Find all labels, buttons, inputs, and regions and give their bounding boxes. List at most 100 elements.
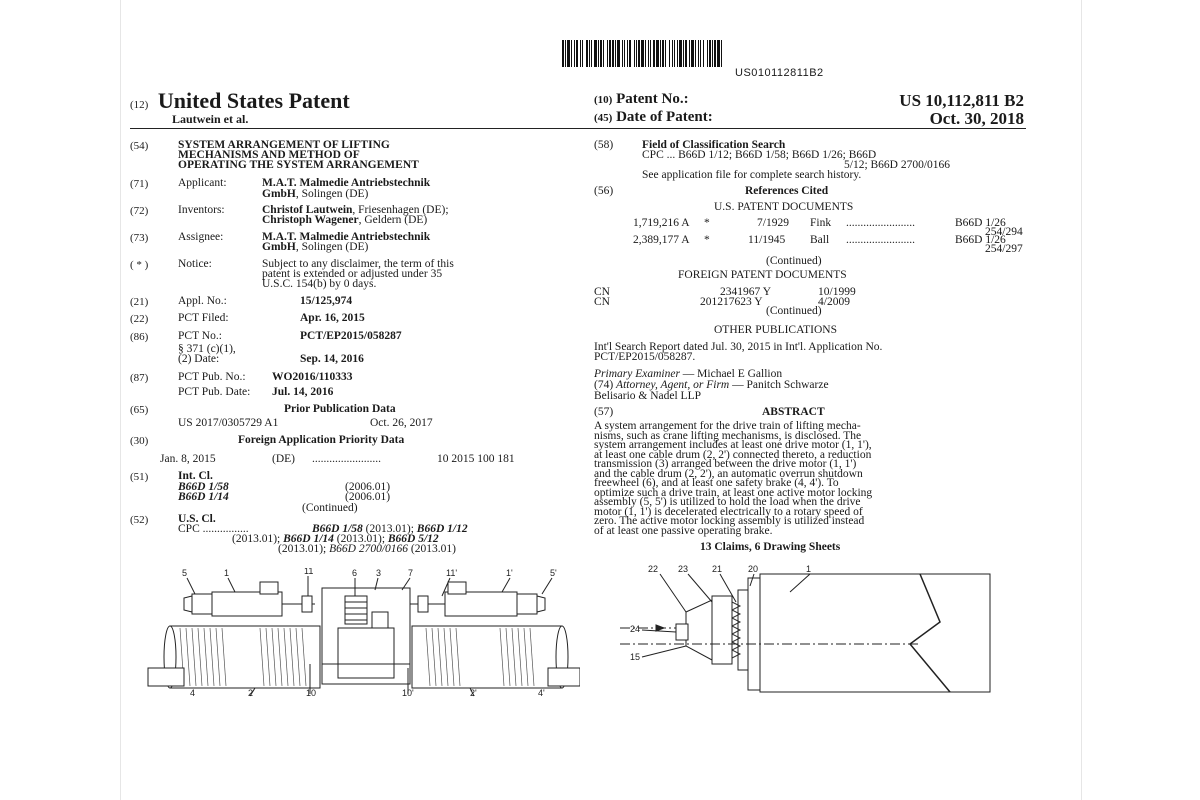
barcode-bar <box>707 40 708 67</box>
applicant-city: , Solingen (DE) <box>295 188 369 200</box>
friction-disc <box>737 589 749 671</box>
us-ref-no: 1,719,216 A <box>633 217 690 229</box>
notice-line-1: Subject to any disclaimer, the term of t… <box>262 258 454 270</box>
prior-pub-heading: Prior Publication Data <box>284 403 396 415</box>
foreign-priority-heading: Foreign Application Priority Data <box>238 434 405 446</box>
other-pubs-heading: OTHER PUBLICATIONS <box>714 324 837 336</box>
figure-1-label: 5' <box>550 568 557 578</box>
code-54: (54) <box>130 140 149 152</box>
figure-1-label: 2 <box>248 688 253 698</box>
barcode-gap <box>581 40 582 67</box>
inventor-line: Lautwein et al. <box>172 112 249 126</box>
armature-plate <box>711 595 733 665</box>
patent-date: Oct. 30, 2018 <box>929 109 1024 128</box>
right-coupling <box>417 595 429 613</box>
figure-1-label: 7 <box>408 568 413 578</box>
barcode-gap <box>716 40 717 67</box>
barcode-gap <box>701 40 703 67</box>
invention-title-3: OPERATING THE SYSTEM ARRANGEMENT <box>178 159 419 171</box>
barcode-bar <box>712 40 713 67</box>
barcode-bar <box>582 40 583 67</box>
code-notice: ( * ) <box>130 259 149 271</box>
barcode-gap <box>649 40 650 67</box>
barcode-bar <box>617 40 620 67</box>
us-ref-dots: ........................ <box>846 217 915 229</box>
abstract-line: of at least one passive operating brake. <box>594 524 773 537</box>
attorney-code: (74) <box>594 379 617 391</box>
abstract-heading: ABSTRACT <box>762 406 825 418</box>
assignee-name: M.A.T. Malmedie Antriebstechnik <box>262 231 431 243</box>
barcode-bar <box>698 40 699 67</box>
cpc-line-2: (2013.01); B66D 1/14 (2013.01); B66D 5/1… <box>232 533 439 545</box>
foreign-priority-dots: ........................ <box>312 453 381 465</box>
gear-block <box>344 595 368 625</box>
barcode-gap <box>583 40 586 67</box>
cpc-2-d: B66D 5/12 <box>387 533 439 545</box>
us-ref-cls2: 254/294 <box>985 226 1023 238</box>
code-12: (12) <box>130 99 149 111</box>
barcode-bar <box>677 40 678 67</box>
figure-1-label: 3 <box>376 568 381 578</box>
patent-date-row: (45) Date of Patent: Oct. 30, 2018 <box>594 109 1024 129</box>
abstract-line: nisms, such as crane lifting mechanisms,… <box>594 429 862 442</box>
code-72: (72) <box>130 205 149 217</box>
figure-2-label: 20 <box>748 564 758 574</box>
barcode-bar <box>660 40 661 67</box>
barcode-gap <box>711 40 712 67</box>
applicant-label: Applicant: <box>178 177 227 189</box>
s371-date: Sep. 14, 2016 <box>300 353 364 365</box>
barcode-bar <box>695 40 696 67</box>
s371-line-2: (2) Date: <box>178 353 220 365</box>
claims-summary: 13 Claims, 6 Drawing Sheets <box>700 541 841 553</box>
examiner-line: Primary Examiner — Michael E Gallion <box>594 368 783 380</box>
code-56: (56) <box>594 185 614 197</box>
us-refs-continued: (Continued) <box>766 255 822 267</box>
barcode-bar <box>565 40 566 67</box>
barcode-bar <box>624 40 625 67</box>
abstract-line: assembly (5, 5') is utilized to hold the… <box>594 496 861 508</box>
barcode-gap <box>637 40 638 67</box>
barcode-gap <box>572 40 574 67</box>
barcode-bar <box>622 40 623 67</box>
barcode-gap <box>694 40 695 67</box>
notice-line-2: patent is extended or adjusted under 35 <box>262 268 443 280</box>
barcode-bar <box>576 40 578 67</box>
barcode-bar <box>656 40 659 67</box>
abstract-line: transmission (3) arranged between the dr… <box>594 458 857 470</box>
us-ref-cls: B66D 1/26 <box>955 217 1006 229</box>
us-ref-date: 7/1929 <box>757 217 789 229</box>
motor-housing <box>759 573 991 693</box>
invention-title-1: SYSTEM ARRANGEMENT OF LIFTING <box>178 139 390 151</box>
left-safety-brake <box>147 667 185 687</box>
us-cl-label: U.S. Cl. <box>178 513 216 525</box>
barcode-gap <box>699 40 700 67</box>
examiner-name: — Michael E Gallion <box>679 368 783 380</box>
assignee-gmbh: GmbH <box>262 241 296 253</box>
abstract-line: optimize such a drive train, at least on… <box>594 486 873 499</box>
pct-number: PCT/EP2015/058287 <box>300 330 402 342</box>
code-51: (51) <box>130 471 149 483</box>
us-ref-star: * <box>704 217 710 229</box>
barcode-gap <box>670 40 672 67</box>
figure-2-label: 15 <box>630 652 640 662</box>
field-search-line-3: See application file for complete search… <box>642 169 862 181</box>
barcode-bar <box>598 40 599 67</box>
barcode-bar <box>672 40 673 67</box>
us-ref-star: * <box>704 234 710 246</box>
barcode-gap <box>664 40 665 67</box>
abstract-line: system arrangement includes at least one… <box>594 439 872 451</box>
assignee-city: , Solingen (DE) <box>295 241 369 253</box>
attorney-label: Attorney, Agent, or Firm <box>616 379 730 391</box>
barcode-gap <box>675 40 677 67</box>
pct-pub-date-label: PCT Pub. Date: <box>178 386 251 398</box>
inventor-2-name: Christoph Wagener <box>262 214 359 226</box>
barcode-bar <box>591 40 592 67</box>
figure-1-label: 4' <box>538 688 545 698</box>
barcode-gap <box>722 40 724 67</box>
barcode-bar <box>685 40 687 67</box>
code-21: (21) <box>130 296 149 308</box>
barcode-bar <box>645 40 646 67</box>
barcode <box>562 40 1026 67</box>
abstract-line: and the cable drum (2, 2'), an automatic… <box>594 467 863 480</box>
barcode-bar <box>683 40 684 67</box>
